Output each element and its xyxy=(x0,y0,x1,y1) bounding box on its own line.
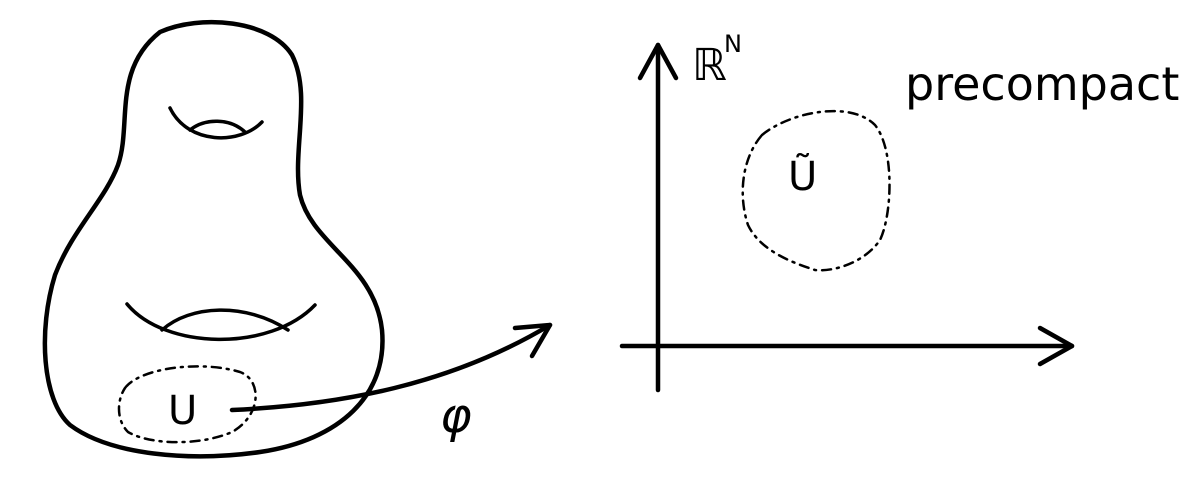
image-set-boundary xyxy=(741,109,891,272)
image-set-label: Ũ xyxy=(788,152,817,200)
lower-hole-lower-curve xyxy=(125,302,317,342)
open-set-u-label: U xyxy=(168,388,197,434)
manifold-surface xyxy=(42,19,385,459)
upper-hole-lower-curve xyxy=(168,106,264,140)
y-axis-arrowhead xyxy=(637,42,679,81)
chart-map-arrowhead xyxy=(512,322,553,359)
euclidean-axes xyxy=(619,42,1075,393)
space-exponent: N xyxy=(724,30,742,58)
chart-map-label: φ xyxy=(440,388,472,444)
chart-map-arrow xyxy=(229,322,553,413)
x-axis-arrowhead xyxy=(1037,325,1075,367)
precompact-annotation: precompact xyxy=(905,57,1179,111)
upper-hole-upper-curve xyxy=(188,119,247,134)
space-label: ℝ xyxy=(692,40,727,91)
lower-hole-upper-curve xyxy=(160,308,290,332)
open-set-u-boundary xyxy=(117,365,257,444)
manifold-outline xyxy=(42,19,385,459)
